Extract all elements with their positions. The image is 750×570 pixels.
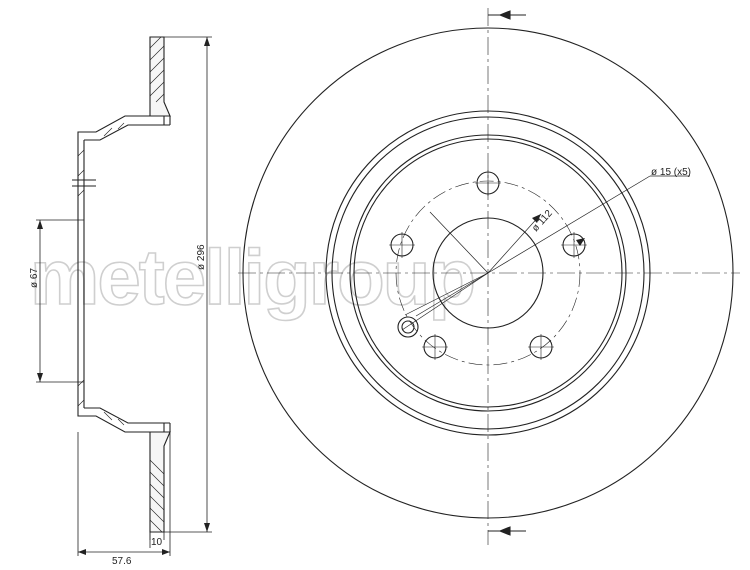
section-friction-ring-upper xyxy=(149,36,171,117)
hat-outer-edge xyxy=(331,116,645,430)
bolt-holes-label: ø 15 (x5) xyxy=(651,167,691,178)
front-view xyxy=(238,8,740,545)
outer-diameter-label: ø 296 xyxy=(196,244,207,270)
center-bore xyxy=(432,217,544,329)
side-dimension-lines xyxy=(36,36,212,556)
leader-lines xyxy=(401,175,690,331)
watermark: metelligroup xyxy=(30,233,474,321)
outer-edge xyxy=(242,27,734,519)
friction-ring-inner-edge xyxy=(325,110,651,436)
threaded-hole-outer xyxy=(397,316,419,338)
center-bore-label: ø 67 xyxy=(29,268,40,288)
section-hatching xyxy=(77,36,165,533)
height-offset-label: 57.6 xyxy=(112,556,132,567)
side-section-view xyxy=(36,36,212,556)
hat-step xyxy=(349,134,627,412)
pcd-label: ø 112 xyxy=(530,208,555,234)
side-arrowheads xyxy=(37,37,210,555)
section-arrows xyxy=(488,10,526,536)
center-lines xyxy=(238,8,740,545)
threaded-hole-inner xyxy=(401,320,415,334)
hat-face xyxy=(353,138,623,408)
thickness-label: 10 xyxy=(151,537,163,548)
section-hat-lower xyxy=(77,300,170,433)
